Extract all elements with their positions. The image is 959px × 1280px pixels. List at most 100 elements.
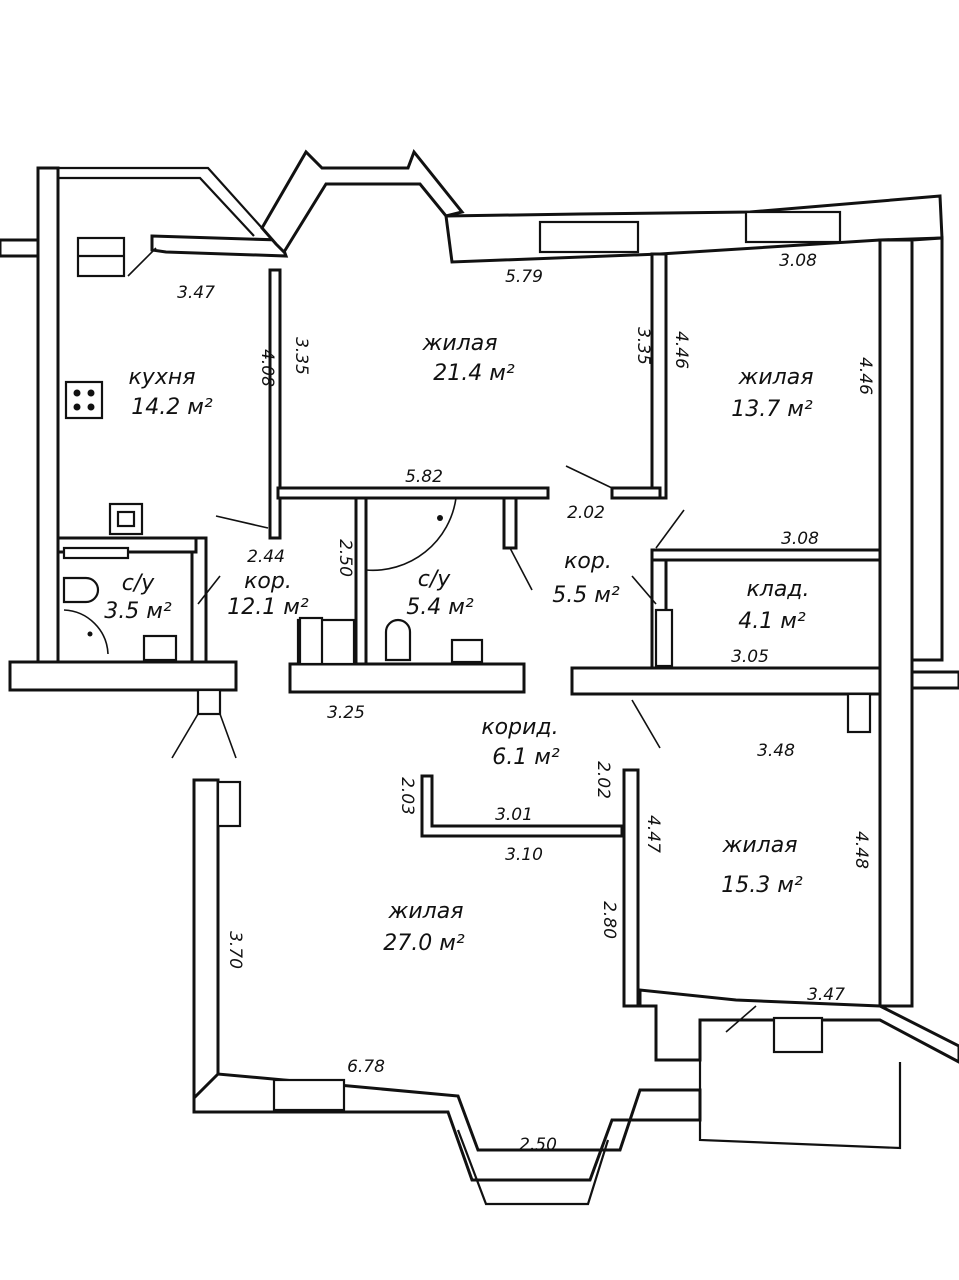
stove-burner-3 bbox=[73, 403, 81, 411]
door-living1 bbox=[565, 465, 613, 489]
room-labels: кухня 14.2 м² жилая 21.4 м² жилая 13.7 м… bbox=[104, 331, 813, 956]
room-living4-area: 27.0 м² bbox=[383, 931, 465, 956]
doors bbox=[127, 247, 757, 1033]
dim-bay-width: 2.50 bbox=[519, 1135, 557, 1155]
dim-living2-left: 4.46 bbox=[671, 331, 691, 369]
entry-door bbox=[171, 713, 237, 759]
room-living4-name: жилая bbox=[388, 899, 464, 924]
stove-burner-2 bbox=[87, 389, 95, 397]
room-storage-area: 4.1 м² bbox=[738, 609, 806, 634]
dim-corr-right: 2.02 bbox=[567, 503, 605, 523]
dim-living4-right: 2.80 bbox=[599, 901, 619, 939]
room-corr3-name: корид. bbox=[481, 715, 558, 740]
wall-right-stub bbox=[910, 670, 959, 690]
wall-corr-divider bbox=[354, 496, 368, 666]
window-top-1 bbox=[538, 220, 640, 254]
window-top-2 bbox=[744, 210, 842, 244]
door-living2 bbox=[655, 509, 685, 549]
dim-corr-left-b: 2.50 bbox=[335, 539, 355, 577]
door-kitchen bbox=[215, 515, 269, 529]
dim-kitchen-height: 4.08 bbox=[257, 349, 277, 387]
kitchen-balcony bbox=[58, 166, 263, 237]
wall-living2-bottom bbox=[650, 548, 882, 562]
wall-left-upper bbox=[36, 166, 60, 664]
room-wc2-name: с/у bbox=[418, 567, 452, 592]
room-corr3-area: 6.1 м² bbox=[492, 745, 560, 770]
toilet-wc1-icon bbox=[62, 576, 100, 604]
wall-living2-stub bbox=[610, 486, 662, 500]
dim-living4-left: 3.70 bbox=[225, 931, 245, 969]
room-storage-name: клад. bbox=[746, 577, 809, 602]
wall-bottom-right bbox=[638, 988, 959, 1064]
wall-left-lower bbox=[192, 778, 220, 1100]
stove-burner-4 bbox=[87, 403, 95, 411]
door-top-kitchen bbox=[127, 247, 157, 277]
room-living1-name: жилая bbox=[422, 331, 498, 356]
dim-living1-right: 3.35 bbox=[633, 327, 653, 365]
balcony-bottom-right bbox=[698, 1060, 902, 1150]
wall-corr-center bbox=[420, 774, 624, 838]
door-wc1 bbox=[197, 575, 221, 605]
dim-living2-bottom: 3.08 bbox=[781, 529, 819, 549]
dim-wc-bottom: 3.25 bbox=[327, 703, 365, 723]
stove-burner-1 bbox=[73, 389, 81, 397]
dim-corr-center-right: 2.02 bbox=[593, 761, 613, 799]
chimney-living4 bbox=[216, 780, 242, 828]
wall-right-outer bbox=[910, 236, 944, 662]
dim-living3-right: 4.48 bbox=[851, 831, 871, 869]
dim-living2-right: 4.46 bbox=[855, 357, 875, 395]
room-living3-name: жилая bbox=[722, 833, 798, 858]
room-living1-area: 21.4 м² bbox=[433, 361, 515, 386]
dim-living3-left: 4.47 bbox=[643, 815, 663, 853]
room-corr2-area: 5.5 м² bbox=[552, 583, 620, 608]
shaft-wc-center bbox=[298, 616, 324, 666]
fixtures bbox=[62, 236, 872, 828]
shaft-wc1 bbox=[62, 546, 130, 560]
wall-top-right bbox=[444, 194, 944, 264]
room-corr1-area: 12.1 м² bbox=[227, 595, 309, 620]
room-corr2-name: кор. bbox=[564, 549, 612, 574]
room-living2-area: 13.7 м² bbox=[731, 397, 813, 422]
wall-wc-bottom bbox=[288, 662, 526, 694]
interior-walls bbox=[56, 252, 882, 1008]
dim-living3-bottom: 3.47 bbox=[807, 985, 845, 1005]
window-bottom-1 bbox=[272, 1078, 346, 1112]
drain-wc2 bbox=[437, 515, 443, 521]
door-balcony bbox=[725, 1005, 757, 1033]
wall-living3-left bbox=[622, 768, 640, 1008]
window-bottom-2 bbox=[772, 1016, 824, 1054]
wall-left-stub bbox=[0, 238, 40, 258]
door-wc2-swing bbox=[365, 497, 457, 572]
chimney-living3 bbox=[846, 692, 872, 734]
wall-top-bay bbox=[260, 149, 465, 255]
dim-living3-top: 3.48 bbox=[757, 741, 795, 761]
bay-outer bbox=[456, 1129, 610, 1206]
wall-bottom-left bbox=[192, 1072, 702, 1182]
room-wc1-name: с/у bbox=[122, 571, 156, 596]
dim-living1-left: 3.35 bbox=[291, 337, 311, 375]
drain-wc1 bbox=[87, 631, 93, 637]
entry-door-frame bbox=[196, 688, 222, 716]
wall-top-kitchen bbox=[150, 234, 289, 258]
dim-corr-center-left: 2.03 bbox=[397, 777, 417, 815]
room-kitchen-area: 14.2 м² bbox=[131, 395, 213, 420]
dim-corr-center-inner: 3.01 bbox=[495, 805, 533, 825]
dim-living1-bottom: 5.82 bbox=[405, 467, 443, 487]
dim-living4-bottom: 6.78 bbox=[347, 1057, 385, 1077]
dim-living2-top: 3.08 bbox=[779, 251, 817, 271]
dim-corr-left-a: 2.44 bbox=[247, 547, 285, 567]
door-living3 bbox=[631, 699, 661, 749]
room-kitchen-name: кухня bbox=[129, 365, 196, 390]
room-living3-area: 15.3 м² bbox=[721, 873, 803, 898]
room-corr1-name: кор. bbox=[244, 569, 292, 594]
door-wc2 bbox=[509, 547, 533, 591]
chimney-storage bbox=[654, 608, 674, 668]
wall-kitchen-right bbox=[268, 268, 282, 540]
wall-living2-left bbox=[650, 252, 668, 500]
dim-storage-bottom: 3.05 bbox=[731, 647, 769, 667]
wall-entry-left bbox=[8, 660, 238, 692]
wall-center-top bbox=[276, 486, 550, 500]
sink-wc2-icon bbox=[450, 638, 484, 664]
dim-living1-top: 5.79 bbox=[505, 267, 543, 287]
